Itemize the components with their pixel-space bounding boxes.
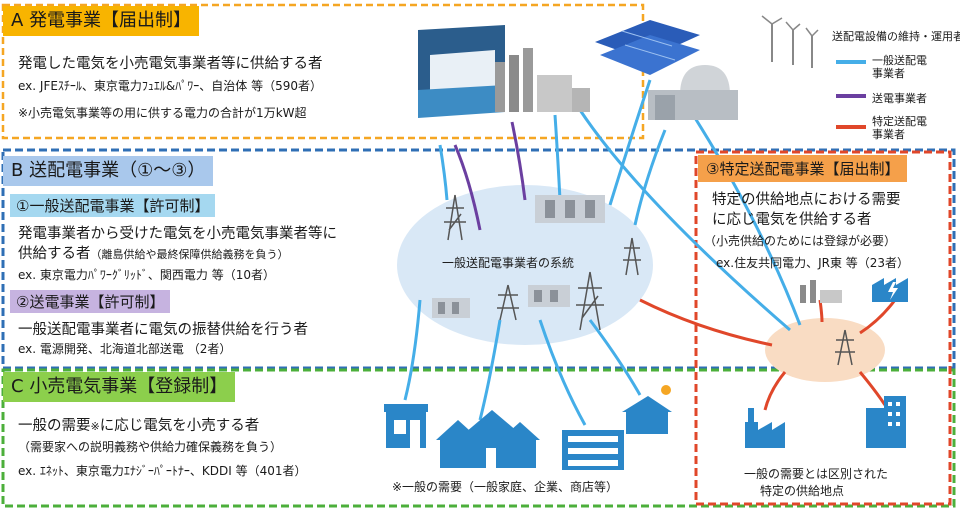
office-building-icon: [562, 430, 624, 470]
section-c-desc-a: 一般の需要: [18, 418, 91, 434]
section-3-desc-line2: に応じ電気を供給する者: [712, 208, 872, 229]
section-a-note: ※小売電気事業等の用に供する電力の合計が1万kW超: [18, 104, 307, 121]
line-blue: [405, 300, 420, 400]
houses-icon: [436, 410, 540, 468]
hydro-dam-icon: [418, 25, 505, 118]
solar-panel-icon: [595, 20, 700, 75]
legend-label: 事業者: [872, 128, 927, 141]
legend-title: 送配電設備の維持・運用者: [832, 28, 960, 44]
substation-icon: [535, 195, 605, 223]
line-blue: [440, 145, 447, 200]
legend-label: 一般送配電: [872, 54, 927, 67]
section-c-desc-b: に応じ電気を小売する者: [100, 418, 260, 434]
legend-label: 事業者: [872, 67, 927, 80]
shop-icon: [384, 404, 428, 448]
section-3-examples: ex.住友共同電力、JR東 等（23者）: [716, 254, 909, 271]
section-a-description: 発電した電気を小売電気事業者等に供給する者: [18, 52, 323, 73]
legend-item-specific: 特定送配電 事業者: [872, 115, 927, 141]
legend-item-general: 一般送配電 事業者: [872, 54, 927, 80]
sub1-desc-note: （離島供給や最終保障供給義務を負う）: [91, 248, 289, 261]
section-a-header: A 発電事業【届出制】: [3, 6, 199, 36]
section-b-header: B 送配電事業（①～③）: [3, 156, 213, 186]
section-c-header: C 小売電気事業【登録制】: [3, 372, 235, 402]
line-blue: [590, 320, 640, 395]
sub1-desc-line2: 供給する者（離島供給や最終保障供給義務を負う）: [18, 242, 289, 263]
section-3-header: ③特定送配電事業【届出制】: [698, 155, 907, 182]
section-b-title: 送配電事業（①～③）: [29, 160, 205, 181]
sub2-examples: ex. 電源開発、北海道北部送電 （2者）: [18, 340, 231, 357]
section-3-footer-line1: 一般の需要とは区別された: [744, 465, 888, 482]
substation-icon: [432, 298, 470, 318]
section-3-footer-line2: 特定の供給地点: [760, 482, 844, 499]
section-a-letter: A: [11, 10, 23, 31]
sub2-header: ②送電事業【許可制】: [10, 290, 170, 313]
section-c-description: 一般の需要※に応じ電気を小売する者: [18, 414, 259, 435]
section-c-note: （需要家への説明義務や供給力確保義務を負う）: [18, 438, 282, 455]
section-a-title: 発電事業【届出制】: [29, 10, 191, 31]
section-c-letter: C: [11, 376, 24, 397]
line-blue: [635, 130, 665, 225]
nuclear-plant-icon: [648, 65, 738, 120]
line-red: [765, 372, 785, 410]
factory-chimney-icon: [800, 280, 842, 303]
power-plant-icon: [872, 278, 908, 302]
legend-item-transmission: 送電事業者: [872, 90, 927, 106]
thermal-plant-icon: [495, 48, 590, 112]
line-red: [860, 372, 885, 405]
grid-label: 一般送配電事業者の系統: [442, 254, 574, 271]
section-c-desc-mark: ※: [91, 420, 100, 433]
line-red: [860, 300, 895, 333]
highrise-building-icon: [866, 396, 906, 448]
wind-turbine-icon: [762, 16, 818, 68]
house-solar-icon: [622, 385, 672, 434]
line-blue: [555, 115, 560, 200]
sub1-desc-line1: 発電事業者から受けた電気を小売電気事業者等に: [18, 222, 337, 243]
sub1-examples: ex. 東京電力ﾊﾟﾜｰｸﾞﾘｯﾄﾞ、関西電力 等（10者）: [18, 266, 275, 283]
legend-label: 特定送配電: [872, 115, 927, 128]
section-c-examples: ex. ｴﾈｯﾄ、東京電力ｴﾅｼﾞｰﾊﾟｰﾄﾅｰ、KDDI 等（401者）: [18, 462, 307, 479]
demand-note: ※一般の需要（一般家庭、企業、商店等）: [392, 478, 618, 495]
line-red: [640, 300, 772, 345]
section-b-letter: B: [11, 160, 23, 181]
sub1-header: ①一般送配電事業【許可制】: [10, 194, 215, 217]
factory-icon: [745, 408, 785, 448]
sub1-desc-main: 供給する者: [18, 246, 91, 262]
section-c-title: 小売電気事業【登録制】: [29, 376, 227, 397]
section-3-desc-line1: 特定の供給地点における需要: [712, 188, 901, 209]
sub2-desc: 一般送配電事業者に電気の振替供給を行う者: [18, 318, 308, 339]
section-3-note: （小売供給のためには登録が必要）: [704, 232, 896, 249]
substation-icon: [528, 285, 570, 307]
section-a-examples: ex. JFEｽﾁｰﾙ、東京電力ﾌｭｴﾙ&ﾊﾟﾜｰ、自治体 等（590者）: [18, 77, 322, 94]
